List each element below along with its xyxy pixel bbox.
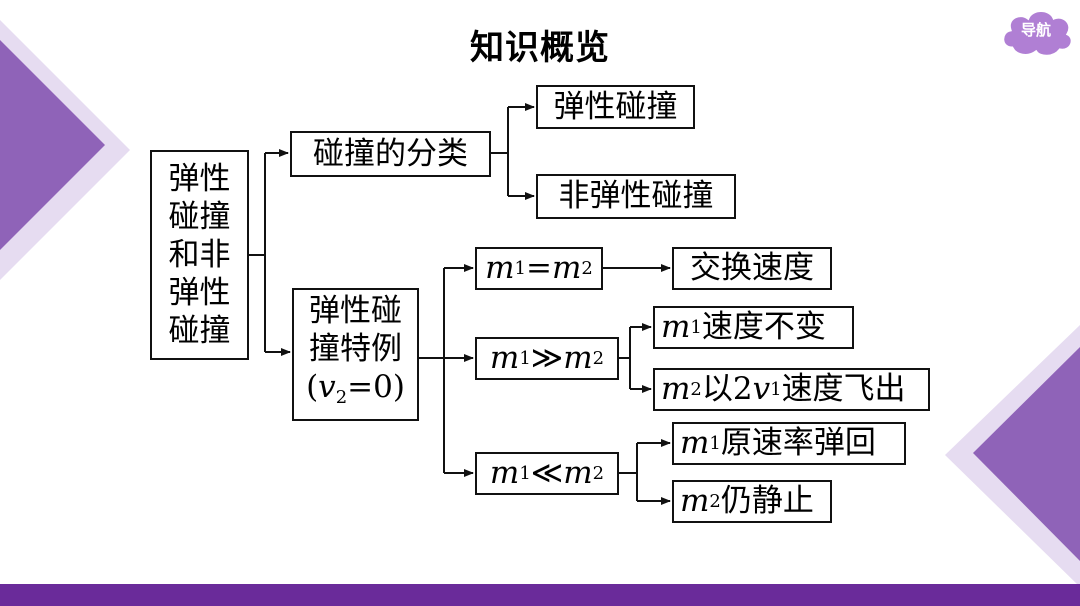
cloud-icon [1001,9,1074,58]
left-decor-triangle [0,20,130,280]
root-node: 弹性 碰撞 和非 弹性 碰撞 [150,150,249,360]
elastic-collision-node: 弹性碰撞 [536,85,695,129]
root-line: 碰撞 [168,313,231,349]
special-case-node: 弹性碰 撞特例 (v2=0) [292,288,419,421]
special-condition: (v2=0) [306,369,405,408]
right-decor-triangle [945,325,1080,587]
nav-label: 导航 [1020,21,1051,39]
root-line: 弹性 [168,161,231,197]
root-line: 和非 [168,237,231,273]
inelastic-collision-node: 非弹性碰撞 [536,174,736,219]
page-title: 知识概览 [470,28,610,68]
nav-button[interactable]: 导航 [998,4,1074,60]
root-line: 弹性 [168,275,231,311]
root-line: 碰撞 [168,199,231,235]
classification-node: 碰撞的分类 [290,131,491,177]
result-swap-velocity: 交换速度 [672,247,832,290]
special-line: 撞特例 [309,331,402,367]
special-line: 弹性碰 [309,293,402,329]
footer-bar [0,584,1080,606]
